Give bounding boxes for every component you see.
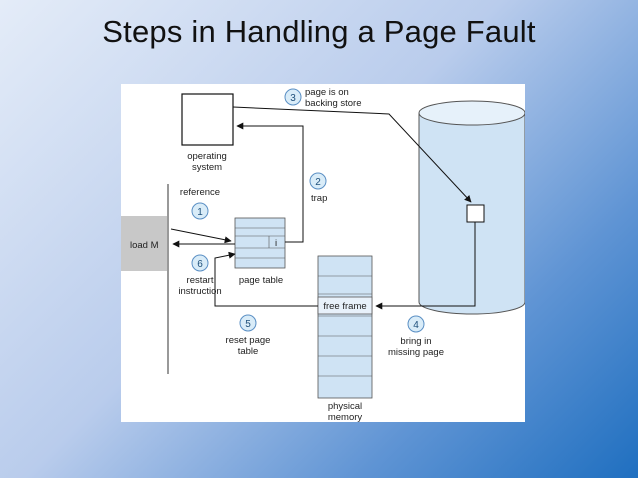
step-2-number: 2 xyxy=(315,177,321,188)
step-5-label-line1: reset page xyxy=(226,335,271,346)
trap-arrow xyxy=(236,122,304,243)
step-2-circle: 2 xyxy=(309,172,327,190)
step-4-label-line2: missing page xyxy=(388,347,444,358)
step-4-circle: 4 xyxy=(407,315,425,333)
step-3-number: 3 xyxy=(290,93,296,104)
step-5-circle: 5 xyxy=(239,314,257,332)
physical-memory-label-line2: memory xyxy=(328,412,363,422)
free-frame-label: free frame xyxy=(323,301,366,312)
diagram-canvas: load M operating system i page table fre… xyxy=(121,87,525,422)
step-4-label-line1: bring in xyxy=(400,336,431,347)
operating-system-label-line1: operating xyxy=(187,151,227,162)
step-3-circle: 3 xyxy=(284,88,302,106)
step-4-number: 4 xyxy=(413,320,419,331)
step-1-label: reference xyxy=(180,187,220,198)
reference-arrow xyxy=(170,228,232,244)
bring-in-page-arrow xyxy=(375,222,476,310)
page-on-backing-store-arrow xyxy=(232,106,472,203)
operating-system-box xyxy=(181,93,234,146)
step-6-number: 6 xyxy=(197,259,203,270)
step-5-number: 5 xyxy=(245,319,251,330)
process-block xyxy=(121,216,167,271)
slide-title: Steps in Handling a Page Fault xyxy=(102,14,536,49)
physical-memory-label-line1: physical xyxy=(328,401,362,412)
step-5-label-line2: table xyxy=(238,346,259,357)
physical-memory xyxy=(317,255,373,399)
operating-system-label-line2: system xyxy=(192,162,222,173)
step-3-label-line1: page is on xyxy=(305,87,349,98)
step-6-circle: 6 xyxy=(191,254,209,272)
reset-page-table-arrow xyxy=(214,251,318,307)
missing-page-block xyxy=(466,204,485,223)
page-table-label: page table xyxy=(239,275,283,286)
step-6-label-line1: restart xyxy=(187,275,214,286)
step-1-circle: 1 xyxy=(191,202,209,220)
load-instruction-label: load M xyxy=(130,240,159,251)
step-2-label: trap xyxy=(311,193,327,204)
step-6-label-line2: instruction xyxy=(178,286,221,297)
step-1-number: 1 xyxy=(197,207,203,218)
page-table xyxy=(234,217,286,269)
step-3-label-line2: backing store xyxy=(305,98,362,109)
invalid-bit-label: i xyxy=(275,238,277,249)
page-fault-diagram: load M operating system i page table fre… xyxy=(121,84,525,422)
